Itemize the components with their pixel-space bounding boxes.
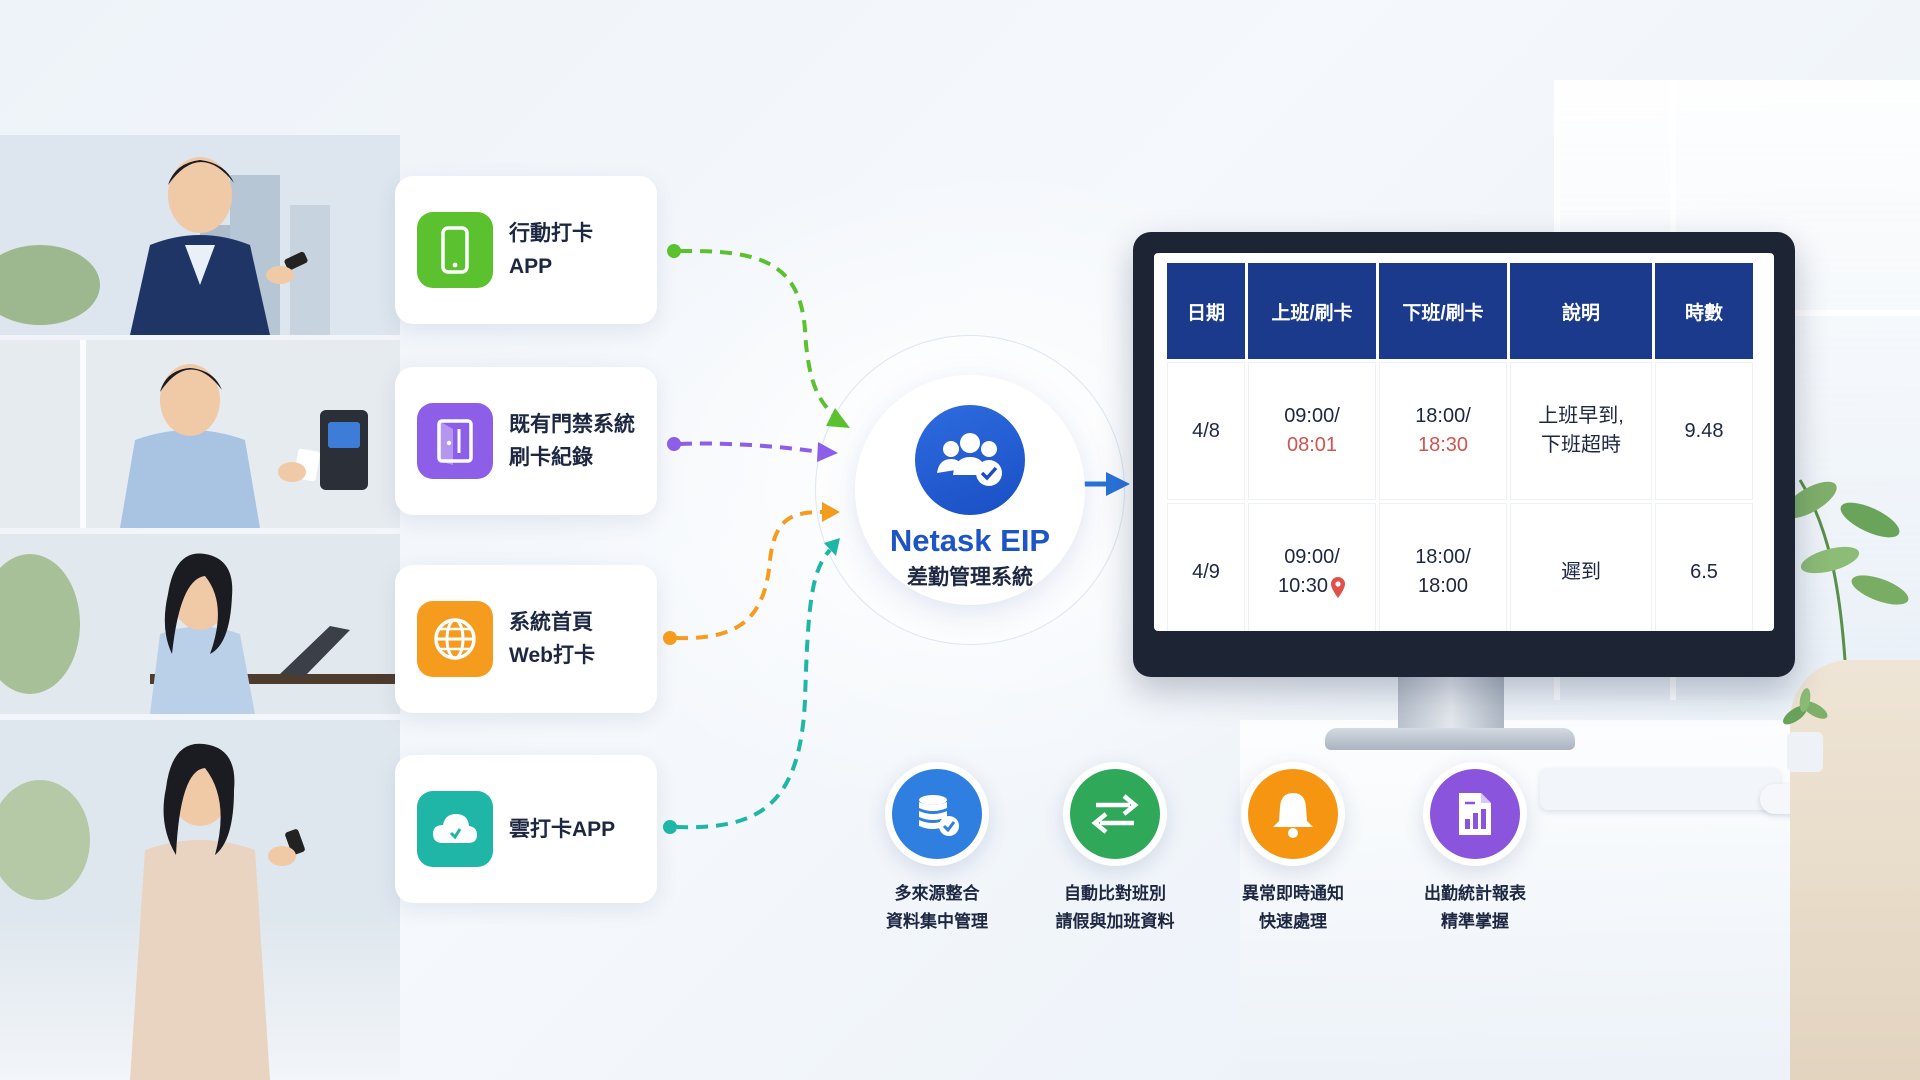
- source-label: 雲打卡APP: [509, 817, 616, 841]
- cell-date: 4/9: [1167, 503, 1245, 631]
- cell-clock-in: 09:00/10:30: [1248, 503, 1376, 631]
- location-pin-icon: [1331, 576, 1346, 598]
- feature-label: 自動比對班別 請假與加班資料: [1055, 884, 1175, 932]
- table-header-row: 日期 上班/刷卡 下班/刷卡 說明 時數: [1167, 263, 1753, 359]
- planned-time: 18:00/: [1415, 405, 1471, 427]
- keyboard-decoration: [1540, 768, 1780, 810]
- team-check-icon: [915, 405, 1025, 515]
- plant-decoration: [1783, 479, 1909, 660]
- small-plant-decoration: [1783, 688, 1828, 772]
- planned-time: 09:00/: [1284, 405, 1340, 427]
- monitor: 日期 上班/刷卡 下班/刷卡 說明 時數 4/8 09:00/08:01 18:…: [1133, 232, 1795, 677]
- source-card-cloud-app: 雲打卡APP: [395, 755, 657, 903]
- actual-time: 18:00: [1417, 575, 1469, 597]
- photo-door-access-user: [0, 340, 400, 528]
- feature-label: 異常即時通知 快速處理: [1242, 884, 1344, 932]
- cell-hours: 9.48: [1655, 362, 1753, 500]
- database-check-icon: [892, 769, 982, 859]
- source-label: 既有門禁系統 刷卡紀錄: [509, 413, 635, 469]
- source-card-web: 系統首頁 Web打卡: [395, 565, 657, 713]
- column-header-date: 日期: [1167, 263, 1245, 359]
- table-row: 4/9 09:00/10:30 18:00/18:00 遲到 6.5: [1167, 503, 1753, 631]
- cell-clock-out: 18:00/18:00: [1379, 503, 1507, 631]
- attendance-table: 日期 上班/刷卡 下班/刷卡 說明 時數 4/8 09:00/08:01 18:…: [1164, 260, 1756, 631]
- mobile-phone-icon: [417, 212, 493, 288]
- cell-note: 遲到: [1510, 503, 1652, 631]
- feature-multi-source: 多來源整合 資料集中管理: [852, 762, 1022, 936]
- feature-auto-compare: 自動比對班別 請假與加班資料: [1030, 762, 1200, 936]
- actual-time: 10:30: [1277, 575, 1329, 597]
- globe-icon: [417, 601, 493, 677]
- report-chart-icon: [1430, 769, 1520, 859]
- source-card-door-access: 既有門禁系統 刷卡紀錄: [395, 367, 657, 515]
- photo-mobile-user: [0, 135, 400, 335]
- feature-alert: 異常即時通知 快速處理: [1208, 762, 1378, 936]
- source-card-mobile-app: 行動打卡 APP: [395, 176, 657, 324]
- column-header-hours: 時數: [1655, 263, 1753, 359]
- door-access-icon: [417, 403, 493, 479]
- photo-web-user: [0, 534, 400, 714]
- column-header-note: 說明: [1510, 263, 1652, 359]
- cell-hours: 6.5: [1655, 503, 1753, 631]
- feature-label: 出勤統計報表 精準掌握: [1424, 884, 1526, 932]
- cell-clock-out: 18:00/18:30: [1379, 362, 1507, 500]
- source-label: 行動打卡 APP: [509, 222, 593, 278]
- bell-icon: [1248, 769, 1338, 859]
- photo-cloud-app-user: [0, 720, 400, 1080]
- cell-date: 4/8: [1167, 362, 1245, 500]
- monitor-base: [1325, 728, 1575, 750]
- cell-clock-in: 09:00/08:01: [1248, 362, 1376, 500]
- source-label: 系統首頁 Web打卡: [509, 611, 595, 667]
- column-header-clock-in: 上班/刷卡: [1248, 263, 1376, 359]
- monitor-screen: 日期 上班/刷卡 下班/刷卡 說明 時數 4/8 09:00/08:01 18:…: [1154, 253, 1774, 631]
- hub-subtitle: 差勤管理系統: [907, 565, 1033, 589]
- planned-time: 18:00/: [1415, 546, 1471, 568]
- feature-label: 多來源整合 資料集中管理: [886, 884, 988, 932]
- feature-report: 出勤統計報表 精準掌握: [1390, 762, 1560, 936]
- swap-arrows-icon: [1070, 769, 1160, 859]
- cell-note: 上班早到, 下班超時: [1510, 362, 1652, 500]
- actual-time: 08:01: [1286, 434, 1338, 456]
- netask-eip-hub: Netask EIP 差勤管理系統: [855, 375, 1085, 605]
- table-row: 4/8 09:00/08:01 18:00/18:30 上班早到, 下班超時 9…: [1167, 362, 1753, 500]
- planned-time: 09:00/: [1284, 546, 1340, 568]
- column-header-clock-out: 下班/刷卡: [1379, 263, 1507, 359]
- cloud-icon: [417, 791, 493, 867]
- monitor-stand: [1398, 676, 1504, 736]
- actual-time: 18:30: [1417, 434, 1469, 456]
- hub-brand: Netask EIP: [889, 523, 1051, 558]
- chair-decoration: [1790, 660, 1920, 1080]
